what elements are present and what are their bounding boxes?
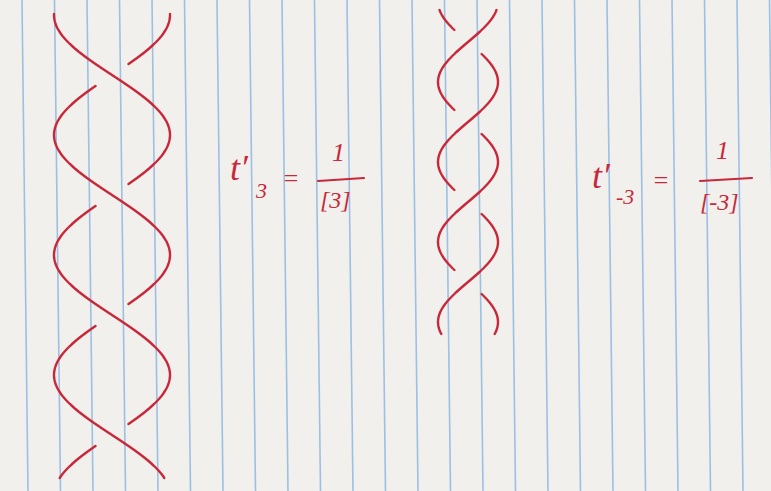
formula-text: [-3] (700, 190, 739, 214)
rule-line (315, 0, 321, 491)
braid-strand (438, 134, 498, 270)
rule-line (445, 0, 451, 491)
rule-line (640, 0, 646, 491)
formula-text: = (282, 166, 300, 192)
rule-line (737, 0, 743, 491)
rule-line (412, 0, 418, 491)
rule-line (250, 0, 256, 491)
rule-line (217, 0, 223, 491)
rule-line (575, 0, 581, 491)
rule-line (185, 0, 191, 491)
formula-text: [3] (320, 188, 351, 212)
rule-line (22, 0, 28, 491)
rule-line (477, 0, 483, 491)
formula-text: 1 (332, 140, 345, 166)
braid-strand (482, 294, 498, 334)
braid-strand (438, 214, 498, 334)
braid-strand (129, 14, 171, 64)
formula-text: t′ (592, 158, 610, 194)
rule-line (510, 0, 516, 491)
braid-strand (60, 446, 96, 478)
braid-strand (438, 54, 498, 190)
formula-text: 1 (716, 138, 729, 164)
rule-line (607, 0, 613, 491)
formula-text: t′ (230, 150, 248, 186)
formula-text: -3 (616, 186, 634, 208)
rule-line (770, 0, 771, 491)
braid-strand (54, 14, 170, 184)
rule-line (672, 0, 678, 491)
fraction-bar (700, 178, 752, 181)
braid-strand (54, 206, 170, 424)
formula-text: = (652, 168, 670, 194)
rule-line (347, 0, 353, 491)
rule-line (152, 0, 158, 491)
braid-strand (54, 86, 170, 304)
fraction-bar (318, 178, 364, 181)
braid-strand (54, 326, 164, 478)
braid-strand (438, 10, 497, 110)
rule-line (542, 0, 548, 491)
rule-line (282, 0, 288, 491)
formula-text: 3 (256, 180, 267, 202)
braid-strand (440, 10, 455, 30)
rule-line (380, 0, 386, 491)
rule-line (705, 0, 711, 491)
rule-line (120, 0, 126, 491)
